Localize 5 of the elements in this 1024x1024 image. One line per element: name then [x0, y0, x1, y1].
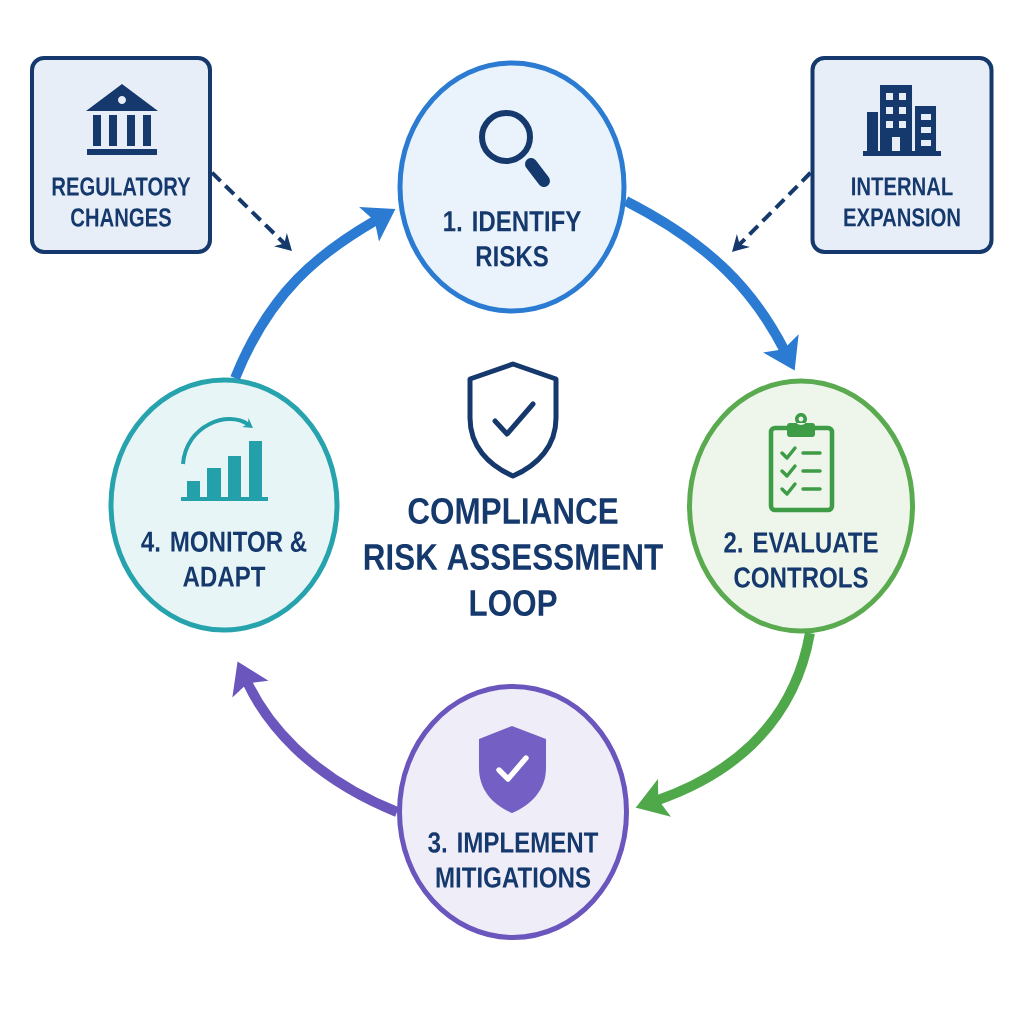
- title: COMPLIANCE RISK ASSESSMENT LOOP: [364, 497, 663, 617]
- arrow: [210, 171, 292, 251]
- card: REGULATORY CHANGES: [30, 56, 212, 254]
- arrow: [732, 171, 812, 252]
- card: INTERNAL EXPANSION: [810, 56, 994, 254]
